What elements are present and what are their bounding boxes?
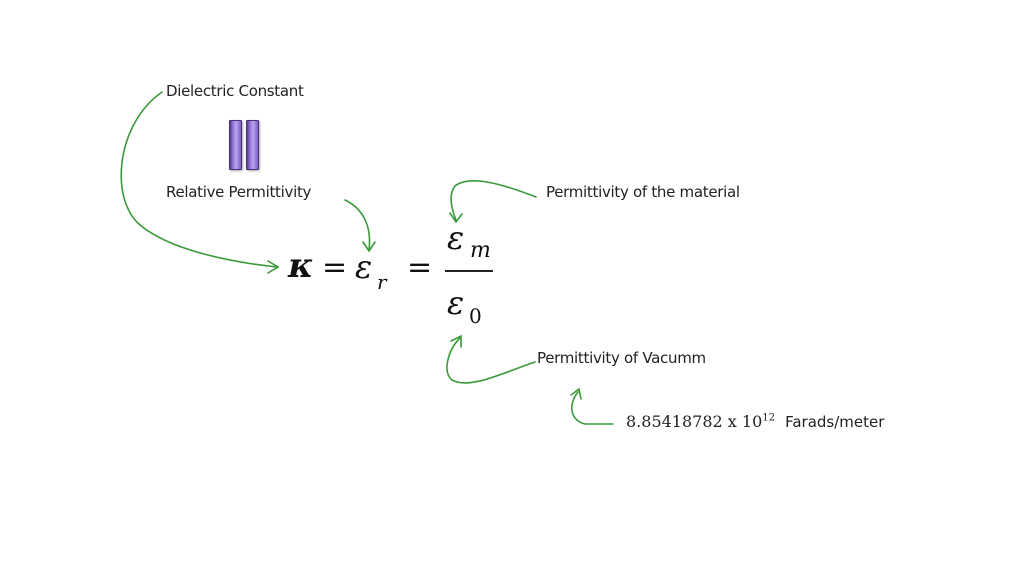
fraction-bar [445,270,493,272]
equals-sign-2: = [407,250,433,285]
vacuum-value-exponent: 12 [762,412,775,424]
relative-permittivity-label: Relative Permittivity [166,183,312,201]
vacuum-value-unit: Farads/meter [785,413,885,431]
dielectric-constant-label: Dielectric Constant [166,82,304,100]
epsilon-r-symbol: ε [355,248,373,286]
kappa-symbol: κ [288,246,314,286]
arrow-value-to-vacuum [571,391,614,425]
epsilon-r-subscript: r [377,270,387,294]
vacuum-value-number: 8.85418782 x 10 [626,412,763,431]
epsilon-m-symbol: ε [447,219,465,257]
epsilon-0-subscript: 0 [469,304,482,328]
epsilon-0-symbol: ε [447,284,465,322]
permittivity-material-label: Permittivity of the material [546,183,740,201]
arrow-relative-to-epsilon-r [344,199,371,251]
equals-bar-right [246,120,259,170]
epsilon-m-subscript: m [470,238,491,263]
equals-bar-left [229,120,242,170]
arrow-material-to-epsilon-m [450,180,537,221]
equals-sign-1: = [322,250,348,285]
permittivity-vacuum-label: Permittivity of Vacumm [537,349,706,367]
arrow-dielectric-to-kappa [120,91,278,268]
arrow-vacuum-to-epsilon-0 [446,337,536,384]
vacuum-value: 8.85418782 x 1012 Farads/meter [626,412,884,431]
